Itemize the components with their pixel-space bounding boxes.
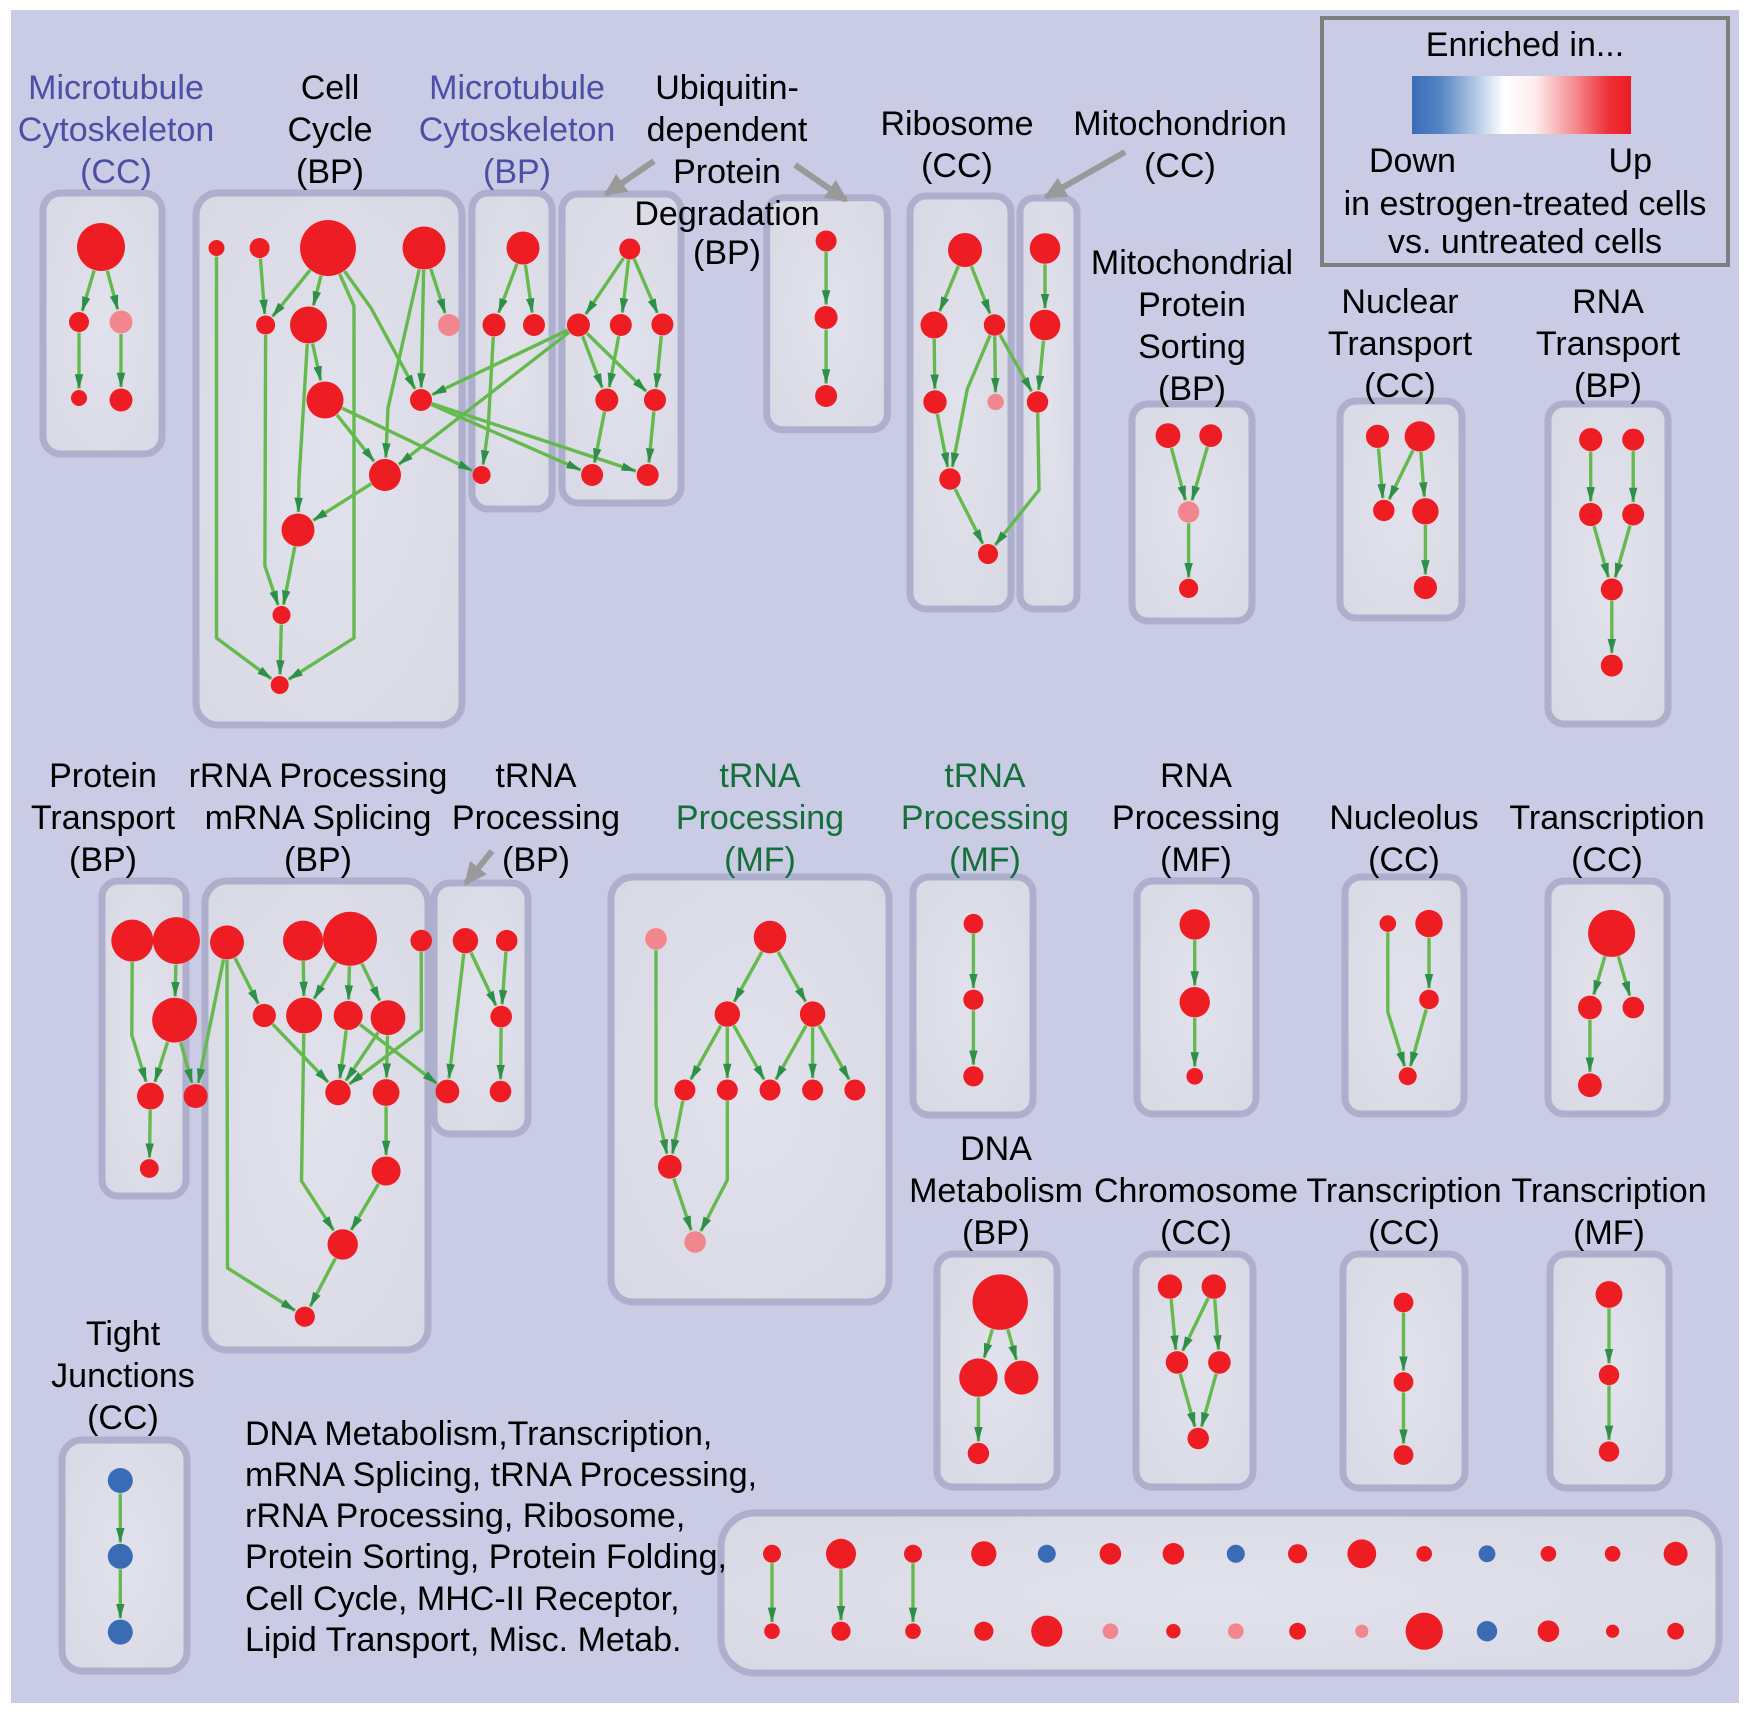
svg-text:Tight: Tight [86,1315,161,1353]
svg-text:Processing: Processing [1112,799,1280,837]
svg-text:mRNA Splicing, tRNA Processing: mRNA Splicing, tRNA Processing, [245,1456,757,1494]
svg-text:(BP): (BP) [1158,370,1226,408]
svg-text:Transport: Transport [31,799,176,837]
svg-text:(CC): (CC) [1364,367,1436,405]
svg-text:(CC): (CC) [1160,1214,1232,1252]
svg-text:Enriched in...: Enriched in... [1426,26,1624,64]
svg-text:Degradation: Degradation [634,195,819,233]
svg-text:Cell Cycle, MHC-II Receptor,: Cell Cycle, MHC-II Receptor, [245,1580,680,1618]
svg-text:Lipid Transport, Misc. Metab.: Lipid Transport, Misc. Metab. [245,1621,682,1659]
svg-text:Sorting: Sorting [1138,328,1246,366]
svg-text:rRNA Processing, Ribosome,: rRNA Processing, Ribosome, [245,1497,685,1535]
svg-text:in estrogen-treated cells: in estrogen-treated cells [1344,185,1707,223]
svg-text:(MF): (MF) [1160,841,1232,879]
svg-text:(CC): (CC) [1144,147,1216,185]
svg-text:(BP): (BP) [1574,367,1642,405]
svg-text:Junctions: Junctions [51,1357,195,1395]
svg-text:Mitochondrial: Mitochondrial [1091,244,1293,282]
svg-text:Transport: Transport [1536,325,1681,363]
svg-text:(BP): (BP) [502,841,570,879]
svg-text:(BP): (BP) [693,234,761,272]
svg-text:vs. untreated cells: vs. untreated cells [1388,223,1662,261]
svg-text:Nuclear: Nuclear [1341,283,1458,321]
svg-text:tRNA: tRNA [719,757,801,795]
svg-text:Ubiquitin-: Ubiquitin- [655,69,799,107]
svg-text:(BP): (BP) [284,841,352,879]
svg-text:(CC): (CC) [1368,1214,1440,1252]
svg-text:(MF): (MF) [724,841,796,879]
svg-text:(CC): (CC) [921,147,993,185]
svg-text:(MF): (MF) [949,841,1021,879]
svg-text:(BP): (BP) [483,153,551,191]
svg-text:DNA Metabolism,Transcription,: DNA Metabolism,Transcription, [245,1415,712,1453]
svg-text:Microtubule: Microtubule [429,69,605,107]
svg-text:Protein: Protein [673,153,781,191]
svg-text:DNA: DNA [960,1130,1032,1168]
svg-text:tRNA: tRNA [944,757,1026,795]
svg-text:Protein: Protein [1138,286,1246,324]
svg-text:Transcription: Transcription [1306,1172,1501,1210]
svg-text:Down: Down [1369,142,1456,180]
svg-text:dependent: dependent [647,111,808,149]
svg-text:(CC): (CC) [1368,841,1440,879]
svg-text:Up: Up [1609,142,1652,180]
svg-text:Protein: Protein [49,757,157,795]
svg-text:(MF): (MF) [1573,1214,1645,1252]
svg-text:Mitochondrion: Mitochondrion [1073,105,1287,143]
svg-text:mRNA Splicing: mRNA Splicing [205,799,432,837]
svg-text:(CC): (CC) [1571,841,1643,879]
svg-text:tRNA: tRNA [495,757,577,795]
svg-text:Processing: Processing [452,799,620,837]
svg-text:Cytoskeleton: Cytoskeleton [419,111,616,149]
svg-text:Chromosome: Chromosome [1094,1172,1298,1210]
svg-text:Transcription: Transcription [1509,799,1704,837]
svg-text:(BP): (BP) [962,1214,1030,1252]
svg-text:RNA: RNA [1572,283,1644,321]
svg-text:rRNA Processing: rRNA Processing [189,757,448,795]
svg-text:Processing: Processing [676,799,844,837]
svg-text:Transport: Transport [1328,325,1473,363]
svg-text:(BP): (BP) [296,153,364,191]
svg-text:Protein Sorting, Protein Foldi: Protein Sorting, Protein Folding, [245,1538,727,1576]
svg-text:(BP): (BP) [69,841,137,879]
svg-text:Nucleolus: Nucleolus [1329,799,1478,837]
svg-text:Processing: Processing [901,799,1069,837]
svg-text:Ribosome: Ribosome [880,105,1033,143]
svg-text:Microtubule: Microtubule [28,69,204,107]
svg-text:(CC): (CC) [87,1399,159,1437]
svg-text:RNA: RNA [1160,757,1232,795]
svg-text:Transcription: Transcription [1511,1172,1706,1210]
svg-text:Metabolism: Metabolism [909,1172,1083,1210]
svg-text:Cycle: Cycle [287,111,372,149]
svg-text:(CC): (CC) [80,153,152,191]
svg-text:Cytoskeleton: Cytoskeleton [18,111,215,149]
svg-text:Cell: Cell [301,69,360,107]
